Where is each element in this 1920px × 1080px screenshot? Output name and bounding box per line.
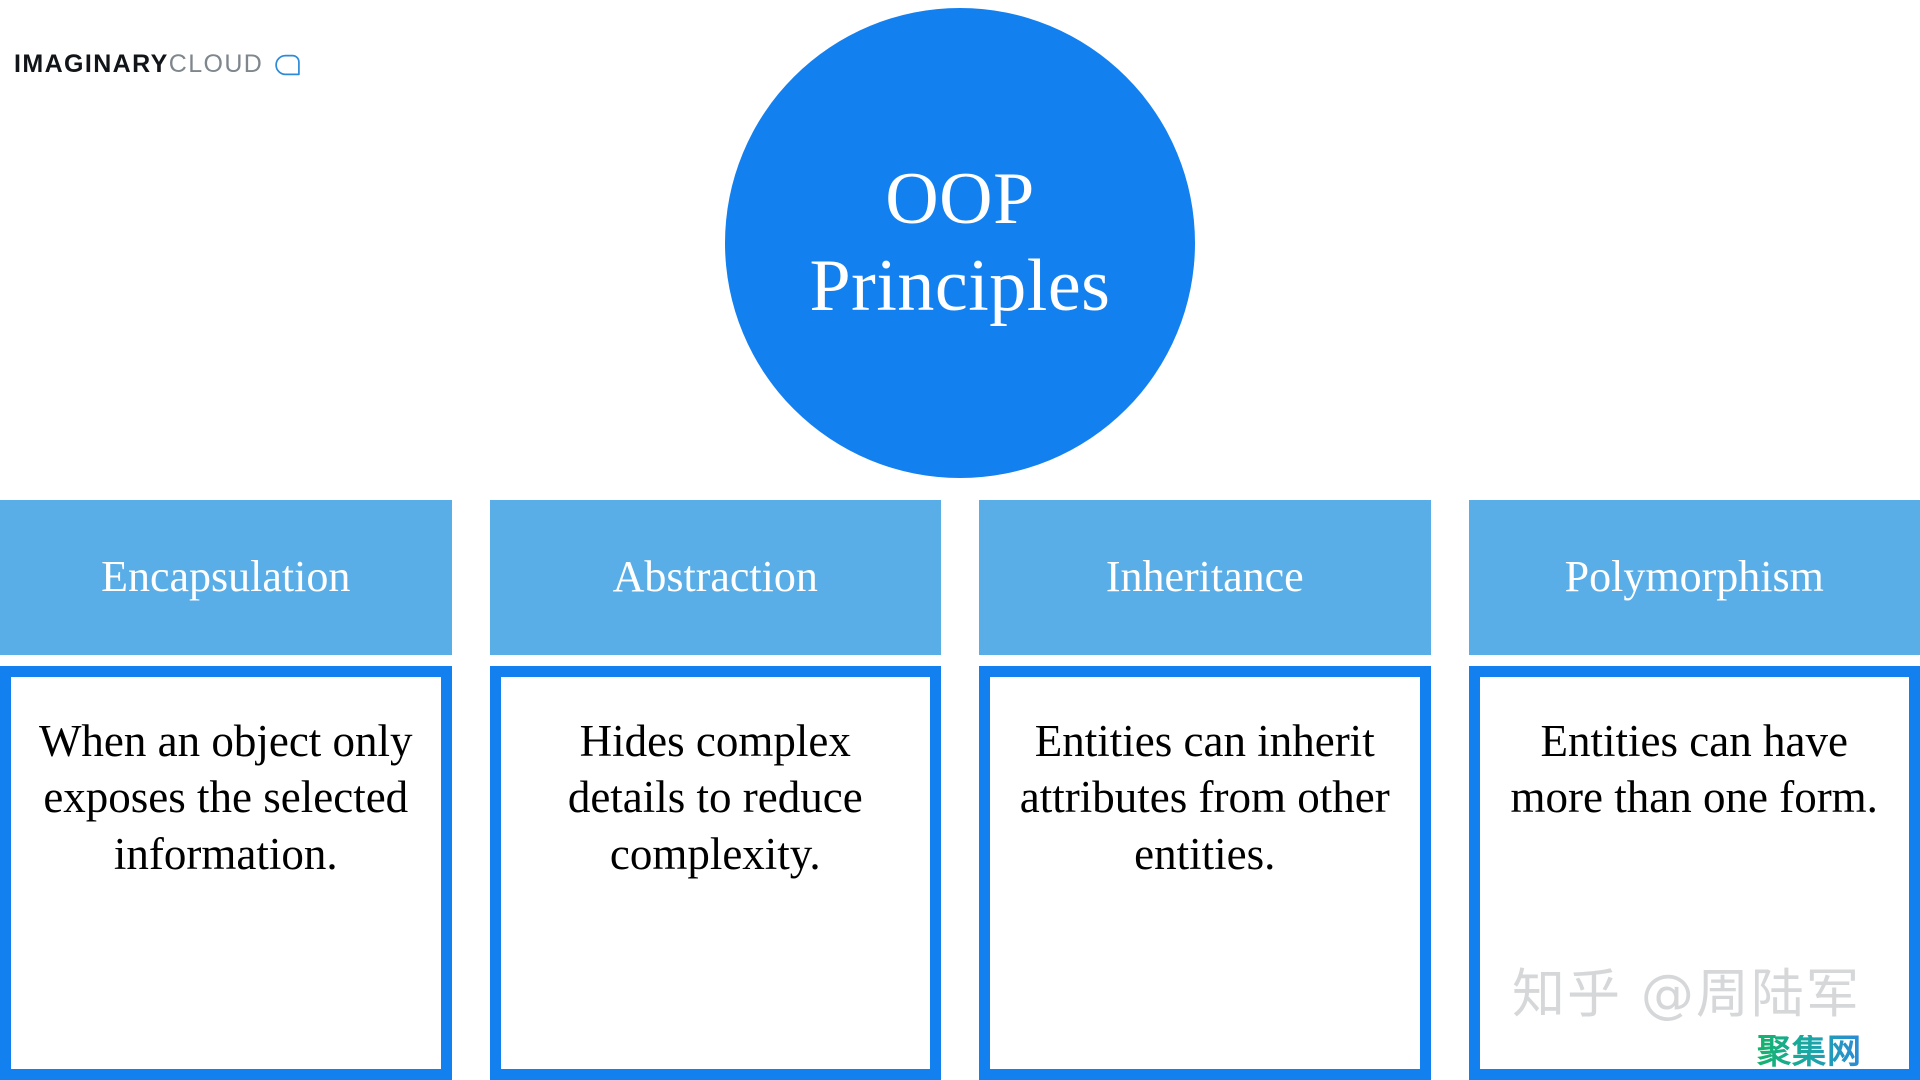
brand-name-imaginary: IMAGINARY — [14, 50, 169, 78]
principles-columns: Encapsulation When an object only expose… — [0, 500, 1920, 1080]
principle-header-abstraction: Abstraction — [489, 500, 941, 655]
principle-body-abstraction: Hides complex details to reduce complexi… — [489, 666, 941, 1080]
brand-name-cloud: CLOUD — [168, 50, 264, 78]
speech-bubble-icon — [275, 54, 300, 75]
principle-header-polymorphism: Polymorphism — [1468, 500, 1920, 655]
principle-body-polymorphism: Entities can have more than one form. — [1468, 666, 1920, 1080]
principle-body-text: Entities can inherit attributes from oth… — [1019, 716, 1390, 879]
principle-body-encapsulation: When an object only exposes the selected… — [0, 666, 452, 1080]
principle-body-text: Entities can have more than one form. — [1510, 716, 1878, 823]
hero-circle: OOP Principles — [725, 8, 1195, 478]
principle-header-inheritance: Inheritance — [979, 500, 1431, 655]
hero-title-line-1: OOP — [885, 157, 1035, 240]
principle-column-polymorphism: Polymorphism Entities can have more than… — [1468, 500, 1920, 1080]
principle-body-inheritance: Entities can inherit attributes from oth… — [979, 666, 1431, 1080]
principle-body-text: Hides complex details to reduce complexi… — [567, 716, 863, 879]
principle-header-encapsulation: Encapsulation — [0, 500, 452, 655]
principle-body-text: When an object only exposes the selected… — [38, 716, 413, 879]
principle-column-inheritance: Inheritance Entities can inherit attribu… — [979, 500, 1431, 1080]
principle-column-abstraction: Abstraction Hides complex details to red… — [489, 500, 941, 1080]
principle-column-encapsulation: Encapsulation When an object only expose… — [0, 500, 452, 1080]
hero-title-line-2: Principles — [809, 245, 1111, 327]
